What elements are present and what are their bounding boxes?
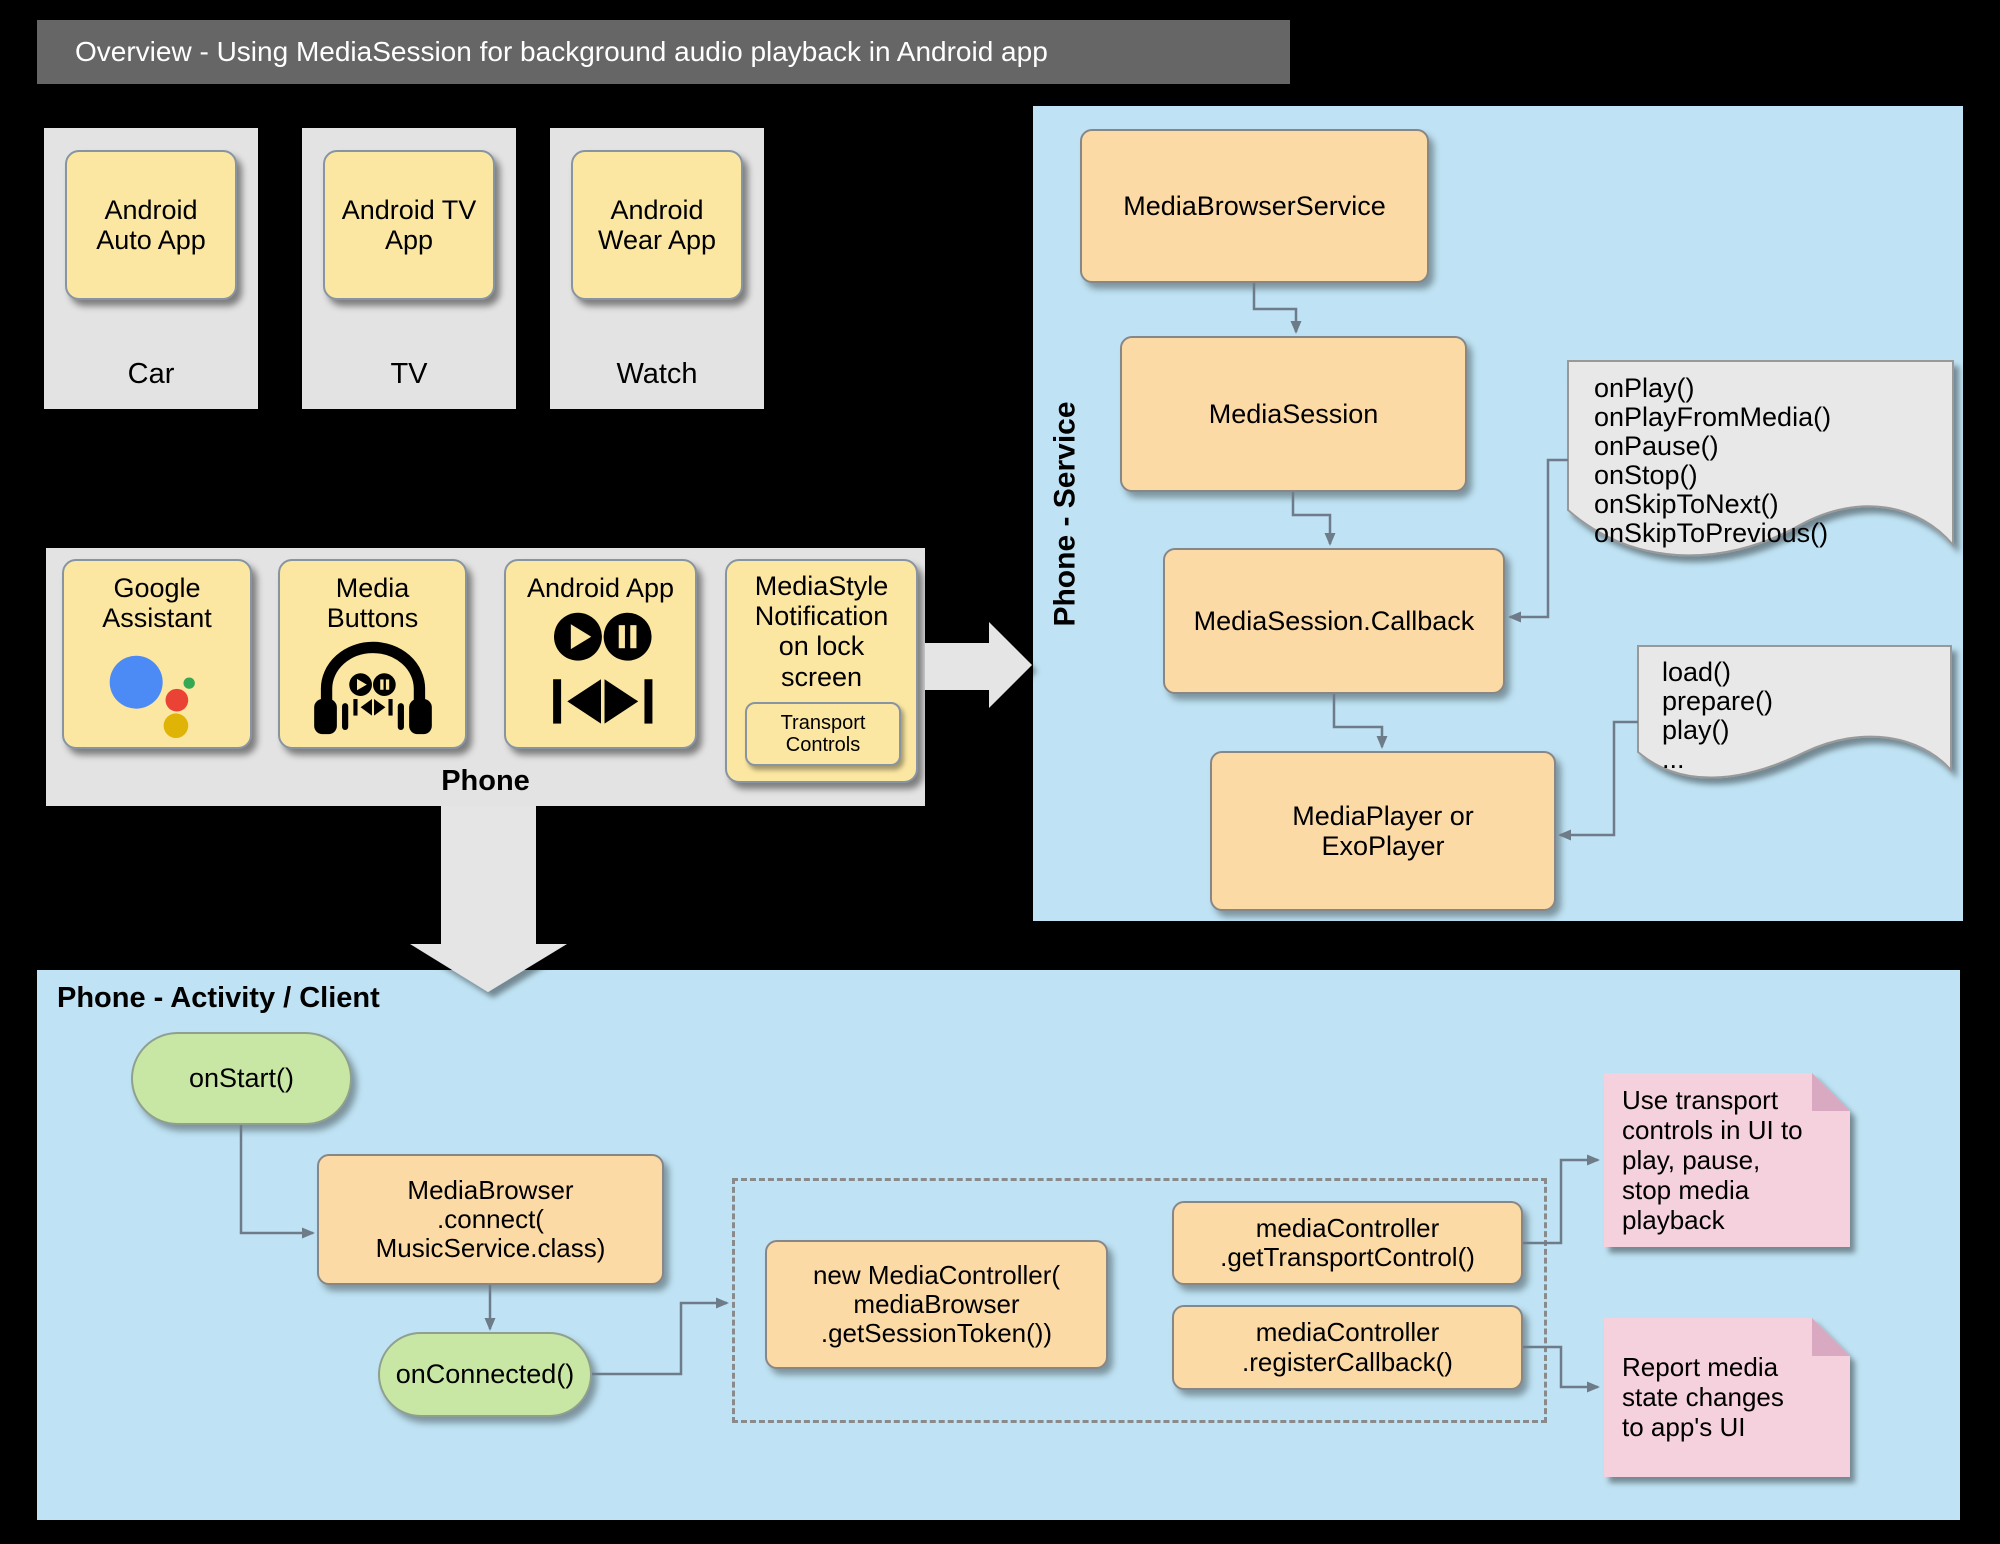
diagram-title: Overview - Using MediaSession for backgr… — [75, 36, 1048, 67]
register-callback-node: mediaController .registerCallback() — [1172, 1305, 1523, 1390]
phone-panel: Google Assistant Media Buttons — [46, 548, 925, 806]
headphones-icon — [313, 642, 432, 735]
transport-controls-node: Transport Controls — [745, 702, 901, 766]
skip-previous-icon — [360, 699, 372, 717]
client-panel-title: Phone - Activity / Client — [57, 982, 380, 1014]
media-browser-connect-node: MediaBrowser .connect( MusicService.clas… — [317, 1154, 664, 1285]
get-transport-control-node: mediaController .getTransportControl() — [1172, 1201, 1523, 1285]
play-icon — [356, 679, 367, 691]
media-player-node: MediaPlayer or ExoPlayer — [1210, 751, 1556, 911]
report-state-note-text: Report media state changes to app's UI — [1622, 1352, 1784, 1442]
tv-panel: Android TV App TV — [302, 128, 516, 409]
mediastyle-label: MediaStyle Notification on lock screen — [754, 571, 889, 692]
media-browser-service-node: MediaBrowserService — [1080, 129, 1429, 283]
google-assistant-label: Google Assistant — [102, 573, 212, 634]
google-assistant-icon — [109, 656, 195, 739]
android-auto-app-node: Android Auto App — [65, 150, 237, 300]
media-controller-group — [732, 1178, 1547, 1423]
on-connected-node: onConnected() — [378, 1332, 592, 1417]
on-start-node: onStart() — [131, 1032, 352, 1125]
phone-to-client-arrow — [410, 806, 567, 992]
skip-next-icon — [373, 699, 385, 717]
new-media-controller-node: new MediaController( mediaBrowser .getSe… — [765, 1240, 1108, 1369]
service-panel-title: Phone - Service — [1049, 400, 1082, 627]
pause-icon — [379, 679, 384, 691]
transport-controls-note-text: Use transport controls in UI to play, pa… — [1622, 1085, 1803, 1235]
android-tv-app-node: Android TV App — [323, 150, 495, 300]
skip-previous-icon — [566, 679, 601, 724]
media-session-node: MediaSession — [1120, 336, 1467, 492]
media-buttons-node: Media Buttons — [278, 559, 467, 749]
phone-to-service-arrow — [925, 622, 1032, 708]
player-methods-text: load() prepare() play() ... — [1662, 657, 1774, 774]
play-icon — [570, 624, 591, 650]
car-panel: Android Auto App Car — [44, 128, 258, 409]
android-app-node: Android App — [504, 559, 697, 749]
google-assistant-node: Google Assistant — [62, 559, 252, 749]
car-label: Car — [127, 358, 175, 390]
android-wear-app-node: Android Wear App — [571, 150, 743, 300]
phone-label: Phone — [441, 765, 530, 797]
android-app-label: Android App — [526, 573, 675, 603]
pause-icon — [618, 625, 625, 649]
skip-next-icon — [604, 679, 638, 724]
watch-panel: Android Wear App Watch — [550, 128, 764, 409]
title-bar: Overview - Using MediaSession for backgr… — [37, 20, 1290, 84]
tv-label: TV — [390, 358, 428, 390]
service-panel: Phone - Service MediaBrowserService Medi… — [1033, 106, 1963, 921]
watch-label: Watch — [616, 358, 698, 390]
media-buttons-label: Media Buttons — [326, 573, 419, 634]
media-controls-icon — [552, 612, 652, 724]
skip-icons — [352, 699, 393, 717]
callback-methods-text: onPlay() onPlayFromMedia() onPause() onS… — [1594, 373, 1832, 548]
media-session-callback-node: MediaSession.Callback — [1163, 548, 1505, 694]
mediastyle-notification-node: MediaStyle Notification on lock screen T… — [725, 559, 918, 783]
